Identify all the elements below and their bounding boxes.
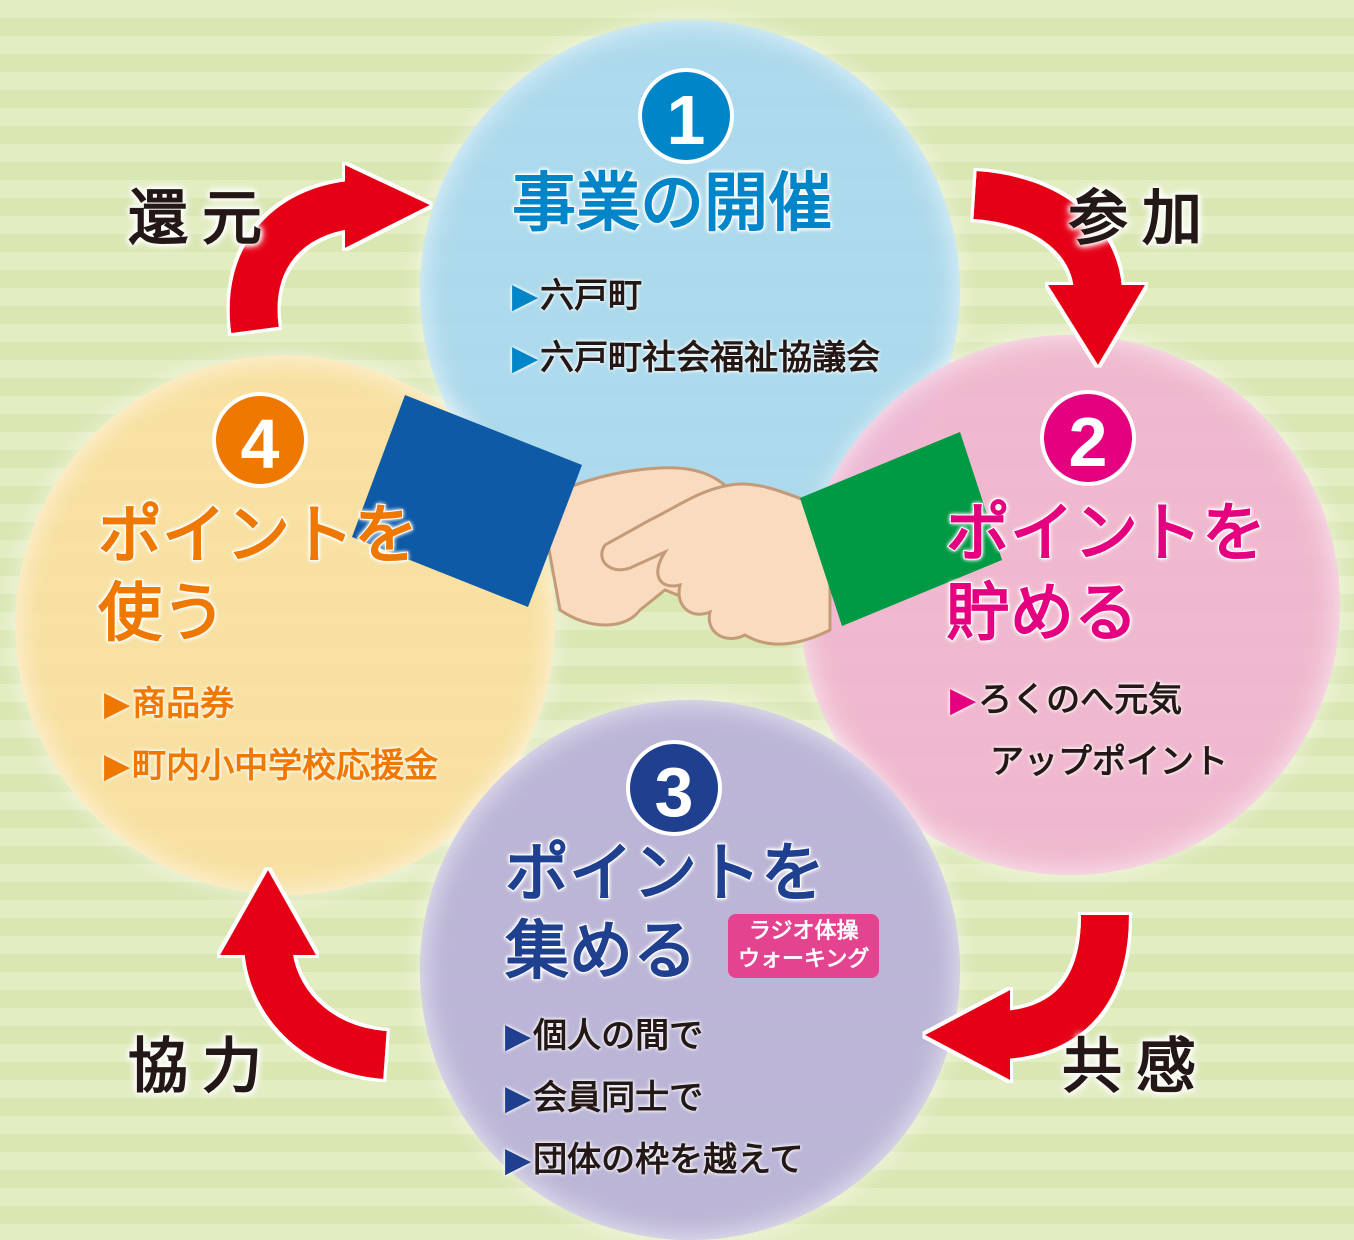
step-1-number-badge: 1 — [638, 68, 734, 164]
step-2-item-continued: アップポイント — [990, 742, 1228, 782]
activity-tag-badge: ラジオ体操 ウォーキング — [728, 914, 880, 978]
bullet-triangle-icon: ▶ — [505, 1016, 532, 1056]
bullet-triangle-icon: ▶ — [512, 338, 539, 378]
step-3-title-line1: ポイントを — [504, 837, 826, 911]
curved-arrow-icon-top-left — [229, 165, 430, 334]
step-4-title-line1: ポイントを — [97, 499, 419, 573]
transition-label-participate: 参加 — [1068, 184, 1216, 254]
step-2-number-badge: 2 — [1040, 390, 1136, 486]
bullet-triangle-icon: ▶ — [505, 1078, 532, 1118]
bullet-triangle-icon: ▶ — [104, 746, 131, 786]
curved-arrow-icon-bottom-left — [220, 870, 388, 1079]
step-4-number-badge: 4 — [212, 392, 308, 488]
transition-label-return: 還元 — [128, 184, 276, 254]
step-3-item: ▶会員同士で — [505, 1078, 704, 1118]
bullet-triangle-icon: ▶ — [512, 276, 539, 316]
step-3-item: ▶個人の間で — [505, 1016, 704, 1056]
step-2-title-line2: 貯める — [945, 577, 1139, 651]
curved-arrow-icon-top-right — [972, 171, 1145, 365]
handshake-illustration — [352, 395, 1002, 646]
step-3-item: ▶団体の枠を越えて — [505, 1140, 804, 1180]
step-4-title-line2: 使う — [97, 577, 227, 651]
bullet-triangle-icon: ▶ — [950, 680, 977, 720]
step-1-item: ▶六戸町 — [512, 276, 643, 316]
bullet-triangle-icon: ▶ — [505, 1140, 532, 1180]
step-1-title: 事業の開催 — [511, 167, 833, 241]
step-2-title-line1: ポイントを — [945, 497, 1267, 571]
transition-label-empathy: 共感 — [1062, 1032, 1210, 1102]
step-3-number-badge: 3 — [626, 740, 722, 836]
step-4-item: ▶町内小中学校応援金 — [104, 746, 439, 786]
step-1-item: ▶六戸町社会福祉協議会 — [512, 338, 881, 378]
step-2-item: ▶ろくのへ元気 — [950, 680, 1183, 720]
bullet-triangle-icon: ▶ — [104, 684, 131, 724]
curved-arrow-icon-bottom-right — [925, 914, 1129, 1080]
step-3-title-line2: 集める — [504, 915, 698, 989]
transition-label-cooperation: 協力 — [128, 1032, 276, 1102]
step-4-item: ▶商品券 — [104, 684, 235, 724]
